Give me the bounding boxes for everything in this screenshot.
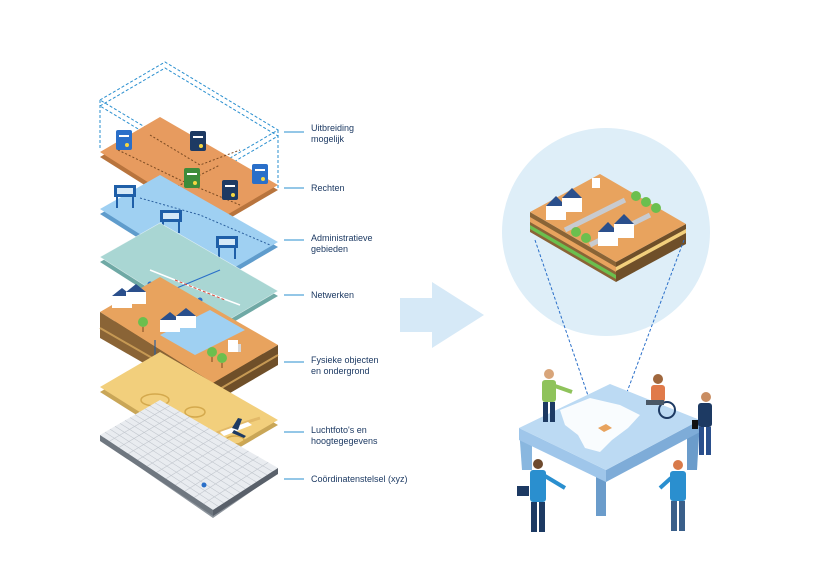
layer-aerial: [100, 352, 278, 463]
tree-icon: [581, 233, 591, 243]
tree-icon: [217, 353, 227, 368]
house-icon: [546, 196, 566, 220]
person-icon: [692, 392, 712, 455]
label-grid: Coördinatenstelsel (xyz): [311, 474, 408, 484]
layer-grid: [100, 400, 278, 518]
house-icon: [562, 188, 582, 212]
person-icon: [658, 460, 686, 531]
leader-lines: [284, 131, 304, 480]
layer-rights: [100, 117, 278, 228]
label-extension: Uitbreiding mogelijk: [311, 123, 355, 144]
tree-icon: [651, 203, 661, 213]
map-icon: [560, 398, 640, 452]
arrow-icon: [400, 282, 484, 348]
house-icon: [598, 222, 618, 246]
document-key-icon: [190, 131, 206, 151]
house-icon: [228, 340, 241, 352]
person-icon: [517, 459, 567, 532]
house-icon: [126, 284, 146, 304]
document-key-icon: [184, 168, 200, 188]
tree-icon: [207, 347, 217, 362]
zoom-circle: [502, 128, 710, 336]
house-icon: [614, 214, 634, 238]
person-icon: [542, 369, 573, 422]
table: [519, 384, 700, 516]
document-key-icon: [222, 180, 238, 200]
airplane-icon: [220, 418, 252, 438]
briefcase-icon: [517, 486, 529, 496]
house-icon: [176, 308, 196, 328]
label-networks: Netwerken: [311, 290, 355, 300]
label-aerial: Luchtfoto's en hoogtegegevens: [311, 425, 378, 446]
house-icon: [160, 312, 180, 332]
tree-icon: [631, 191, 641, 201]
document-key-icon: [116, 130, 132, 150]
tree-icon: [138, 317, 148, 332]
label-physical: Fysieke objecten en ondergrond: [311, 355, 379, 376]
admin-sign-icon: [114, 185, 136, 208]
layer-stack: [99, 61, 279, 518]
document-key-icon: [252, 164, 268, 184]
tree-icon: [641, 197, 651, 207]
label-rights: Rechten: [311, 183, 345, 193]
wheelchair-icon: [646, 374, 676, 419]
tree-icon: [571, 227, 581, 237]
briefcase-icon: [692, 420, 698, 429]
label-admin: Administratieve gebieden: [311, 233, 373, 254]
